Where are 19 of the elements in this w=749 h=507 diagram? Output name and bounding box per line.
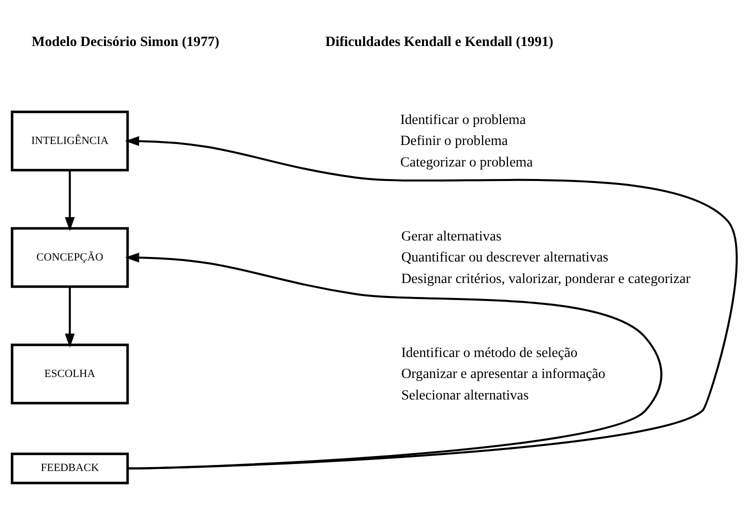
arrow [64,286,75,348]
arrow [125,136,738,469]
node-box: ESCOLHA [10,343,129,404]
label: Identificar o problema [400,112,526,128]
label: Definir o problema [400,132,508,149]
node-box: CONCEPÇÃO [10,226,129,288]
label: Gerar alternativas [401,228,502,244]
label: Dificuldades Kendall e Kendall (1991) [325,33,554,50]
node-box: INTELIGÊNCIA [10,110,129,171]
label: Identificar o método de seleção [401,344,578,361]
node-box: FEEDBACK [10,452,129,484]
label: Modelo Decisório Simon (1977) [32,33,220,50]
label: Categorizar o problema [400,154,533,170]
arrow [64,170,75,231]
label: Quantificar ou descrever alternativas [401,249,608,266]
arrow [125,252,662,469]
label: Selecionar alternativas [401,386,529,403]
label: Organizar e apresentar a informação [401,366,606,382]
label: Designar critérios, valorizar, ponderar e categorizar [401,270,690,286]
